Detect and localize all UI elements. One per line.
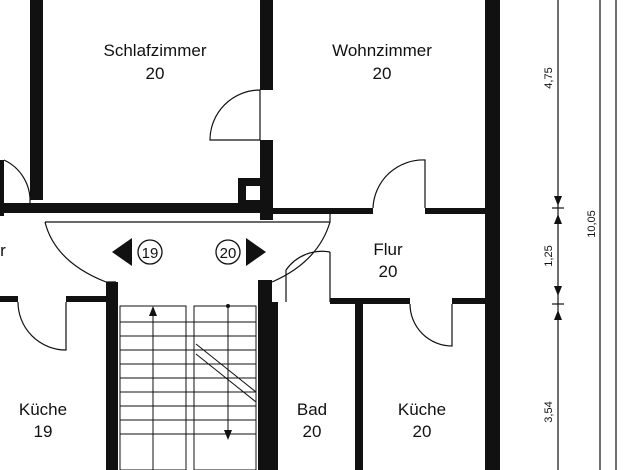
room-flur-left-name: r xyxy=(0,241,6,260)
door-swings xyxy=(3,89,453,351)
wall-bad-kueche xyxy=(355,302,363,470)
room-schlafzimmer-name: Schlafzimmer xyxy=(104,41,207,60)
marker-left-label: 19 xyxy=(142,245,159,262)
stair-run-right xyxy=(193,305,257,470)
marker-arrow-left xyxy=(112,238,132,266)
wall-lower-right xyxy=(330,298,410,304)
unit-markers: 19 20 xyxy=(112,238,266,266)
room-kueche-left-name: Küche xyxy=(19,400,67,419)
wall-lower-left xyxy=(0,296,18,302)
marker-circle-left xyxy=(137,239,163,265)
wall-lower-right2 xyxy=(452,298,485,304)
door-bad xyxy=(285,250,331,271)
door-wohnzimmer xyxy=(209,89,261,141)
room-kueche-right-name: Küche xyxy=(398,400,446,419)
room-kueche-left-unit: 19 xyxy=(34,422,53,441)
door-kueche-left xyxy=(17,301,67,351)
room-flur-right-unit: 20 xyxy=(379,262,398,281)
room-flur-right-name: Flur xyxy=(373,240,403,259)
dimension-arrows xyxy=(554,196,562,320)
wall-stair-left xyxy=(106,282,118,470)
room-bad-name: Bad xyxy=(297,400,327,419)
wall-upper-bottom-right xyxy=(273,208,373,214)
room-schlafzimmer-unit: 20 xyxy=(146,64,165,83)
door-left-flur xyxy=(3,159,31,204)
marker-arrow-right xyxy=(246,238,266,266)
stair-steps xyxy=(120,321,256,435)
marker-right-label: 20 xyxy=(220,245,237,262)
room-wohnzimmer-unit: 20 xyxy=(373,64,392,83)
wall-upper-bottom-right2 xyxy=(425,208,485,214)
wall-right-exterior xyxy=(485,0,500,470)
room-wohnzimmer-name: Wohnzimmer xyxy=(332,41,432,60)
room-bad-unit: 20 xyxy=(303,422,322,441)
wall-upper-middle xyxy=(260,0,273,90)
wall-upper-bottom xyxy=(0,203,45,213)
stair-cut-2 xyxy=(195,353,257,403)
dimension-labels: 4,75 1,25 3,54 10,05 xyxy=(543,67,598,422)
stair-arrowheads xyxy=(149,304,232,440)
room-labels: Schlafzimmer 20 Wohnzimmer 20 r Flur 20 … xyxy=(0,41,446,441)
landing-curve xyxy=(44,214,331,283)
room-kueche-right-unit: 20 xyxy=(413,422,432,441)
wall-upper-left xyxy=(30,0,43,200)
wall-bad-left xyxy=(272,302,278,470)
column-inner xyxy=(246,186,260,200)
wall-upper-bottom-mid xyxy=(45,203,273,213)
dim-bottom: 3,54 xyxy=(543,401,555,422)
door-kueche-right xyxy=(409,303,453,347)
walls xyxy=(0,0,500,470)
door-right-flur xyxy=(372,159,426,209)
dim-top: 4,75 xyxy=(543,67,555,88)
wall-lower-left2 xyxy=(66,296,116,302)
wall-stair-right xyxy=(258,282,272,470)
thin-lines xyxy=(44,0,617,470)
dim-total: 10,05 xyxy=(586,210,598,238)
stair-cut-1 xyxy=(195,343,257,393)
dim-middle: 1,25 xyxy=(543,245,555,266)
stairs xyxy=(119,305,257,470)
marker-circle-right xyxy=(215,239,241,265)
wall-left-stub-top xyxy=(0,160,4,216)
